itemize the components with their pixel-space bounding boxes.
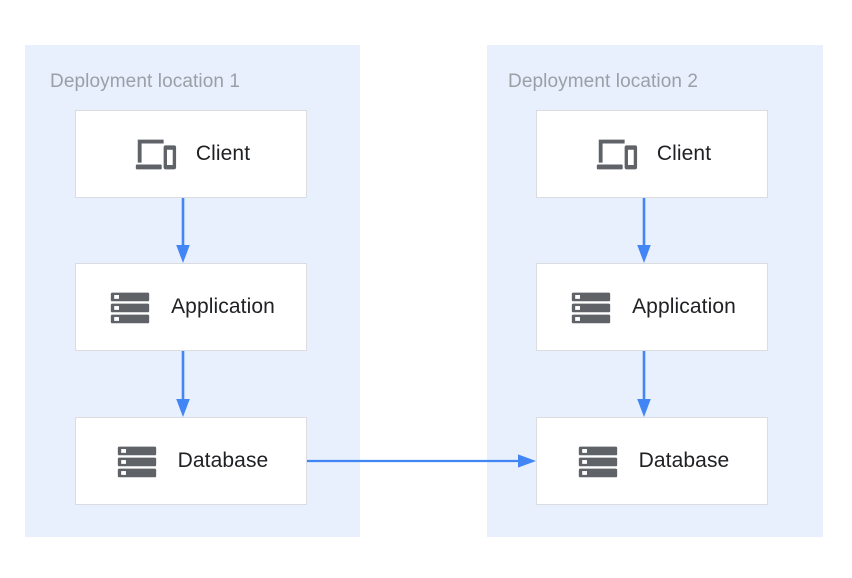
edge-application1-to-database1: [175, 351, 191, 418]
zone-1-label: Deployment location 1: [50, 71, 241, 92]
edge-application2-to-database2: [636, 351, 652, 418]
node-database-1[interactable]: Database: [75, 417, 307, 505]
node-application-1-label: Application: [171, 295, 275, 318]
node-database-1-label: Database: [177, 449, 269, 472]
edge-client1-to-application1: [175, 198, 191, 264]
server-stack-icon: [114, 438, 160, 484]
node-client-1[interactable]: Client: [75, 110, 307, 198]
node-database-2-label: Database: [638, 449, 730, 472]
server-stack-icon: [107, 284, 153, 330]
client-devices-icon: [132, 131, 178, 177]
server-stack-icon: [568, 284, 614, 330]
zone-2-label: Deployment location 2: [508, 71, 699, 92]
server-stack-icon: [575, 438, 621, 484]
node-client-1-label: Client: [195, 142, 251, 165]
edge-client2-to-application2: [636, 198, 652, 264]
node-application-2-label: Application: [632, 295, 736, 318]
node-database-2[interactable]: Database: [536, 417, 768, 505]
node-application-2[interactable]: Application: [536, 263, 768, 351]
client-devices-icon: [593, 131, 639, 177]
node-client-2-label: Client: [656, 142, 712, 165]
edge-database1-to-database2: [307, 453, 537, 469]
node-application-1[interactable]: Application: [75, 263, 307, 351]
node-client-2[interactable]: Client: [536, 110, 768, 198]
